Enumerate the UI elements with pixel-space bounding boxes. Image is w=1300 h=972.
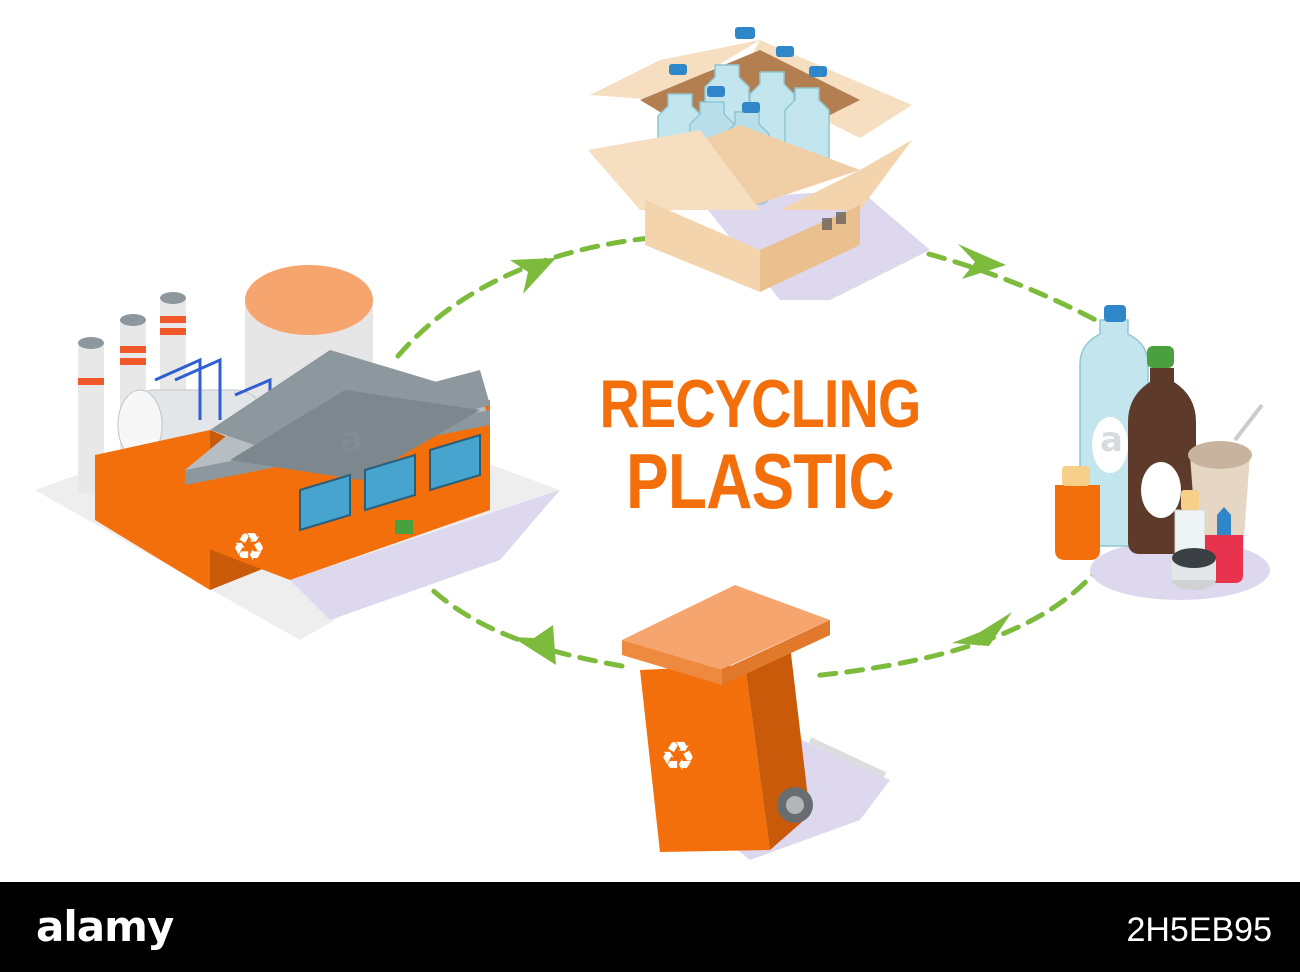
- arrowhead-3: [952, 612, 1012, 646]
- image-id: 2H5EB95: [1126, 911, 1272, 949]
- arrow-waste-to-bin: [809, 559, 1106, 679]
- wheelie-bin-icon: ♻: [622, 585, 890, 860]
- plastic-containers-icon: [1055, 305, 1270, 600]
- arrowheads: [510, 244, 1012, 665]
- watermark-mark-3: a: [1100, 420, 1123, 460]
- stock-footer-bar: alamy 2H5EB95: [0, 882, 1300, 972]
- recycling-cycle-diagram: ♻: [35, 27, 1270, 860]
- brown-bottle: [1128, 368, 1196, 554]
- title-line-2: PLASTIC: [626, 437, 895, 525]
- factory-recycle-icon: ♻: [232, 525, 266, 569]
- diagram-canvas: ♻: [35, 27, 1270, 860]
- orange-bottle: [1055, 485, 1100, 560]
- watermark-mark-2: a: [620, 418, 643, 458]
- cardboard-box-icon: [588, 27, 930, 300]
- arrow-factory-to-box: [395, 235, 653, 359]
- bin-recycle-icon: ♻: [660, 734, 696, 780]
- factory-windows: [299, 433, 481, 532]
- arrow-bin-to-factory: [417, 575, 625, 669]
- arrowhead-4: [512, 625, 556, 665]
- arrowhead-2: [958, 244, 1006, 279]
- arrowhead-1: [510, 258, 556, 294]
- alamy-logo: alamy: [36, 902, 174, 951]
- title-line-1: RECYCLING: [599, 366, 921, 442]
- factory-icon: ♻: [35, 265, 560, 640]
- bottle-caps: [669, 27, 827, 113]
- watermark-mark-1: a: [340, 420, 363, 460]
